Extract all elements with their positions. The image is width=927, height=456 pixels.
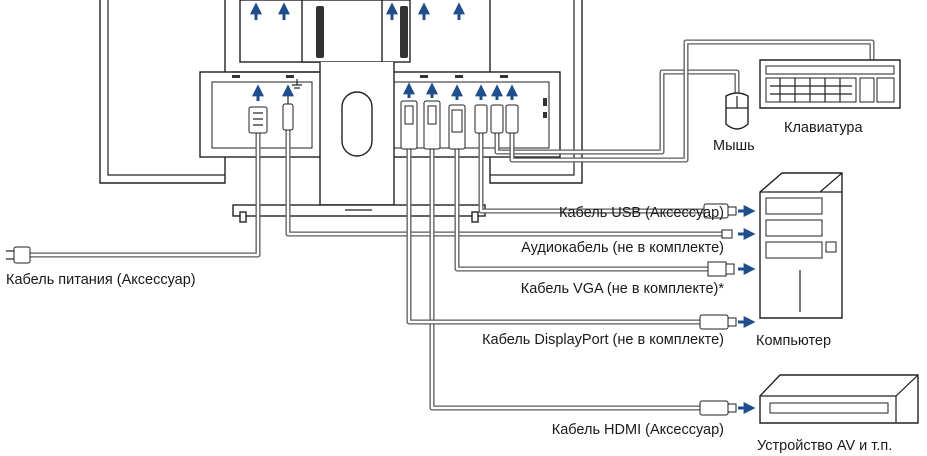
usb-cable-label: Кабель USB (Аксессуар) <box>559 205 724 221</box>
power-cable-label: Кабель питания (Аксессуар) <box>6 272 196 288</box>
kensington-lock-icon <box>543 98 547 106</box>
keyboard-device <box>759 59 901 109</box>
computer-device <box>759 172 843 319</box>
keyboard-label: Клавиатура <box>784 120 863 136</box>
av-device <box>759 374 919 424</box>
arrow-icon <box>250 2 518 101</box>
vga-cable-label: Кабель VGA (не в комплекте)* <box>521 281 725 297</box>
computer-label: Компьютер <box>756 333 831 349</box>
audio-cable-label: Аудиокабель (не в комплекте) <box>521 240 724 256</box>
monitor-connectors <box>248 96 519 150</box>
hdmi-cable <box>429 145 703 411</box>
hdmi-cable-label: Кабель HDMI (Аксессуар) <box>552 422 724 438</box>
cable-ends <box>6 203 756 416</box>
cables <box>27 39 875 411</box>
av-device-label: Устройство AV и т.п. <box>757 438 892 454</box>
mouse-label: Мышь <box>713 138 755 154</box>
displayport-cable-label: Кабель DisplayPort (не в комплекте) <box>482 332 724 348</box>
mouse-device <box>725 92 749 130</box>
